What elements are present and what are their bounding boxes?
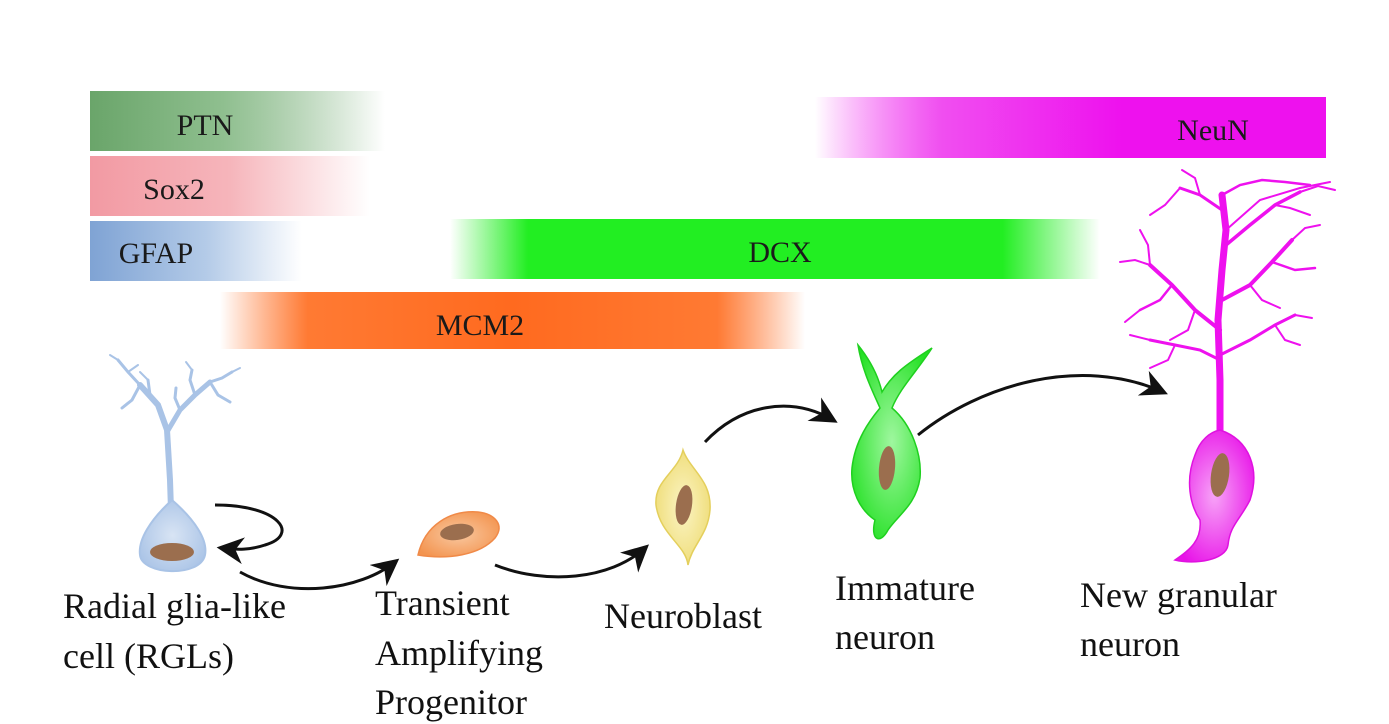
arrow-immature-to-granular [917, 370, 1168, 437]
stage-label-granular: New granular neuron [1080, 575, 1286, 664]
stage-label-granular-line1: New granular [1080, 575, 1277, 615]
marker-label-sox2: Sox2 [143, 173, 205, 206]
marker-label-gfap: GFAP [119, 237, 193, 270]
marker-label-dcx: DCX [748, 236, 812, 269]
marker-bars: PTN Sox2 GFAP DCX MCM2 NeuN [90, 91, 1326, 349]
marker-bar-neun: NeuN [815, 97, 1326, 158]
stage-label-granular-line2: neuron [1080, 624, 1180, 664]
arrow-rgl-to-progenitor [239, 558, 400, 591]
self-renewal-arrow [214, 503, 284, 565]
marker-bar-gfap: GFAP [90, 221, 302, 281]
stage-label-progenitor-line2: Amplifying [375, 633, 543, 673]
stage-label-immature: Immature neuron [835, 568, 984, 657]
stage-label-rgl: Radial glia-like cell (RGLs) [63, 586, 295, 676]
progenitor-cell-icon [417, 511, 500, 558]
arrow-neuroblast-to-immature [703, 397, 838, 444]
marker-label-mcm2: MCM2 [436, 309, 524, 342]
marker-bar-mcm2: MCM2 [220, 292, 805, 349]
marker-bar-ptn: PTN [90, 91, 385, 151]
stage-label-immature-line1: Immature [835, 568, 975, 608]
radial-glia-icon [109, 354, 241, 573]
neuroblast-icon [655, 447, 711, 566]
stage-label-progenitor-line1: Transient [375, 583, 510, 623]
granular-neuron-icon [1119, 169, 1336, 563]
stage-label-neuroblast-line1: Neuroblast [604, 596, 762, 636]
stage-label-rgl-line2: cell (RGLs) [63, 636, 234, 676]
stage-labels: Radial glia-like cell (RGLs) Transient A… [63, 568, 1286, 722]
stage-label-rgl-line1: Radial glia-like [63, 586, 286, 626]
stage-label-progenitor-line3: Progenitor [375, 682, 527, 722]
stage-label-neuroblast: Neuroblast [604, 596, 762, 636]
nucleus [150, 543, 194, 561]
immature-neuron-icon [851, 342, 933, 540]
stage-label-immature-line2: neuron [835, 617, 935, 657]
marker-label-ptn: PTN [177, 109, 234, 142]
marker-bar-dcx: DCX [450, 219, 1100, 279]
marker-bar-sox2: Sox2 [90, 156, 370, 216]
marker-label-neun: NeuN [1177, 114, 1249, 147]
arrow-progenitor-to-neuroblast [494, 544, 649, 579]
stage-label-progenitor: Transient Amplifying Progenitor [375, 583, 552, 722]
